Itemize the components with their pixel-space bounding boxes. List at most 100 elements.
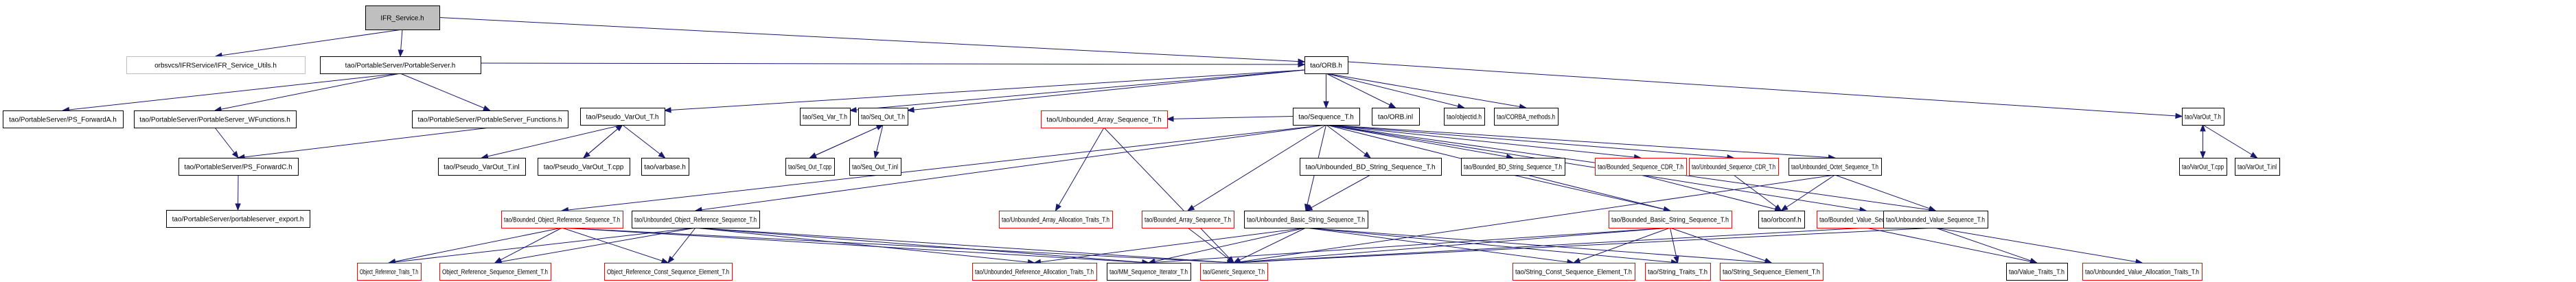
node-orbconf[interactable]: tao/orbconf.h bbox=[1758, 211, 1805, 228]
node-box[interactable] bbox=[1142, 211, 1234, 228]
node-box[interactable] bbox=[3, 110, 124, 128]
node-seqout-cpp[interactable]: tao/Seq_Out_T.cpp bbox=[785, 158, 835, 176]
node-ps-fwdC[interactable]: tao/PortableServer/PS_ForwardC.h bbox=[179, 158, 299, 176]
node-objectid[interactable]: tao/objectid.h bbox=[1444, 108, 1485, 126]
node-u-objref[interactable]: tao/Unbounded_Object_Reference_Sequence_… bbox=[632, 211, 760, 228]
node-box[interactable] bbox=[501, 211, 623, 228]
node-box[interactable] bbox=[320, 56, 481, 74]
node-varout-h[interactable]: tao/VarOut_T.h bbox=[2182, 108, 2224, 126]
node-ps-func[interactable]: tao/PortableServer/PortableServer_Functi… bbox=[412, 110, 568, 128]
node-pvo-inl[interactable]: tao/Pseudo_VarOut_T.inl bbox=[438, 158, 526, 176]
node-box[interactable] bbox=[1595, 158, 1687, 176]
node-box[interactable] bbox=[1293, 108, 1360, 126]
node-box[interactable] bbox=[1372, 108, 1420, 126]
node-box[interactable] bbox=[1200, 263, 1268, 281]
node-ifr-service[interactable]: IFR_Service.h bbox=[365, 5, 440, 30]
node-box[interactable] bbox=[2179, 158, 2227, 176]
node-box[interactable] bbox=[1720, 263, 1824, 281]
node-orb-inl[interactable]: tao/ORB.inl bbox=[1372, 108, 1420, 126]
node-label: tao/VarOut_T.inl bbox=[2238, 164, 2277, 172]
node-ua-alloc[interactable]: tao/Unbounded_Array_Allocation_Traits_T.… bbox=[999, 211, 1113, 228]
node-ua-seq[interactable]: tao/Unbounded_Array_Sequence_T.h bbox=[1041, 110, 1168, 128]
node-box[interactable] bbox=[1304, 56, 1348, 74]
node-mm-iter[interactable]: tao/MM_Sequence_Iterator_T.h bbox=[1107, 263, 1191, 281]
node-box[interactable] bbox=[538, 158, 630, 176]
node-box[interactable] bbox=[357, 263, 422, 281]
node-uv-seq[interactable]: tao/Unbounded_Value_Sequence_T.h bbox=[1883, 211, 1988, 228]
node-varout-inl[interactable]: tao/VarOut_T.inl bbox=[2235, 158, 2280, 176]
node-box[interactable] bbox=[2082, 263, 2203, 281]
node-or-celem[interactable]: Object_Reference_Const_Sequence_Element_… bbox=[604, 263, 733, 281]
node-box[interactable] bbox=[1609, 211, 1732, 228]
node-str-celem[interactable]: tao/String_Const_Sequence_Element_T.h bbox=[1513, 263, 1635, 281]
node-box[interactable] bbox=[438, 158, 526, 176]
node-bbd-str[interactable]: tao/Bounded_BD_String_Sequence_T.h bbox=[1461, 158, 1565, 176]
node-box[interactable] bbox=[2235, 158, 2280, 176]
node-box[interactable] bbox=[412, 110, 568, 128]
node-box[interactable] bbox=[1300, 158, 1442, 176]
node-box[interactable] bbox=[2006, 263, 2068, 281]
node-ubs-str[interactable]: tao/Unbounded_Basic_String_Sequence_T.h bbox=[1244, 211, 1368, 228]
node-box[interactable] bbox=[800, 108, 851, 126]
node-or-elem[interactable]: Object_Reference_Sequence_Element_T.h bbox=[439, 263, 551, 281]
node-box[interactable] bbox=[1689, 158, 1779, 176]
node-generic[interactable]: tao/Generic_Sequence_T.h bbox=[1200, 263, 1268, 281]
node-box[interactable] bbox=[641, 158, 689, 176]
node-ur-alloc[interactable]: tao/Unbounded_Reference_Allocation_Trait… bbox=[972, 263, 1097, 281]
node-u-octet[interactable]: tao/Unbounded_Octet_Sequence_T.h bbox=[1789, 158, 1882, 176]
node-orb-h[interactable]: tao/ORB.h bbox=[1304, 56, 1348, 74]
node-box[interactable] bbox=[1789, 158, 1882, 176]
node-seqout-h[interactable]: tao/Seq_Out_T.h bbox=[858, 108, 908, 126]
node-ubd-str[interactable]: tao/Unbounded_BD_String_Sequence_T.h bbox=[1300, 158, 1442, 176]
edge-ps_h-to-orb_h bbox=[480, 61, 1306, 68]
node-bbs-str[interactable]: tao/Bounded_Basic_String_Sequence_T.h bbox=[1609, 211, 1732, 228]
node-val-traits[interactable]: tao/Value_Traits_T.h bbox=[2006, 263, 2068, 281]
node-box[interactable] bbox=[1107, 263, 1191, 281]
node-str-elem[interactable]: tao/String_Sequence_Element_T.h bbox=[1720, 263, 1824, 281]
node-box[interactable] bbox=[1444, 108, 1485, 126]
node-box[interactable] bbox=[1883, 211, 1988, 228]
node-str-traits[interactable]: tao/String_Traits_T.h bbox=[1645, 263, 1711, 281]
node-ps-wfunc[interactable]: tao/PortableServer/PortableServer_WFunct… bbox=[134, 110, 297, 128]
node-box[interactable] bbox=[1758, 211, 1805, 228]
node-seqout-inl[interactable]: tao/Seq_Out_T.inl bbox=[849, 158, 901, 176]
node-ps-h[interactable]: tao/PortableServer/PortableServer.h bbox=[320, 56, 481, 74]
node-box[interactable] bbox=[580, 108, 665, 126]
node-b-cdr[interactable]: tao/Bounded_Sequence_CDR_T.h bbox=[1595, 158, 1687, 176]
node-box[interactable] bbox=[785, 158, 835, 176]
node-ps-export[interactable]: tao/PortableServer/portableserver_export… bbox=[166, 210, 310, 228]
node-box[interactable] bbox=[439, 263, 551, 281]
node-u-cdr[interactable]: tao/Unbounded_Sequence_CDR_T.h bbox=[1689, 158, 1779, 176]
node-varout-cpp[interactable]: tao/VarOut_T.cpp bbox=[2179, 158, 2227, 176]
node-box[interactable] bbox=[1494, 108, 1559, 126]
node-box[interactable] bbox=[858, 108, 908, 126]
node-ps-fwdA[interactable]: tao/PortableServer/PS_ForwardA.h bbox=[3, 110, 124, 128]
node-box[interactable] bbox=[1461, 158, 1565, 176]
node-box[interactable] bbox=[179, 158, 299, 176]
node-b-objref[interactable]: tao/Bounded_Object_Reference_Sequence_T.… bbox=[501, 211, 623, 228]
node-pvo-h[interactable]: tao/Pseudo_VarOut_T.h bbox=[580, 108, 665, 126]
node-box[interactable] bbox=[849, 158, 901, 176]
node-box[interactable] bbox=[1513, 263, 1635, 281]
node-varbase[interactable]: tao/varbase.h bbox=[641, 158, 689, 176]
node-ifr-utils[interactable]: orbsvcs/IFRService/IFR_Service_Utils.h bbox=[126, 56, 306, 74]
node-box[interactable] bbox=[134, 110, 297, 128]
node-box[interactable] bbox=[1645, 263, 1711, 281]
node-box[interactable] bbox=[1244, 211, 1368, 228]
node-box[interactable] bbox=[632, 211, 760, 228]
node-box[interactable] bbox=[972, 263, 1097, 281]
node-box[interactable] bbox=[365, 5, 440, 30]
node-box[interactable] bbox=[166, 210, 310, 228]
node-seq-t[interactable]: tao/Sequence_T.h bbox=[1293, 108, 1360, 126]
node-ba-seq[interactable]: tao/Bounded_Array_Sequence_T.h bbox=[1142, 211, 1234, 228]
node-box[interactable] bbox=[126, 56, 306, 74]
node-box[interactable] bbox=[2182, 108, 2224, 126]
node-pvo-cpp[interactable]: tao/Pseudo_VarOut_T.cpp bbox=[538, 158, 630, 176]
node-corba-m[interactable]: tao/CORBA_methods.h bbox=[1494, 108, 1559, 126]
node-box[interactable] bbox=[604, 263, 733, 281]
node-or-traits[interactable]: Object_Reference_Traits_T.h bbox=[357, 263, 422, 281]
node-box[interactable] bbox=[1041, 110, 1168, 128]
node-seqvar[interactable]: tao/Seq_Var_T.h bbox=[800, 108, 851, 126]
node-box[interactable] bbox=[999, 211, 1113, 228]
node-uv-alloc[interactable]: tao/Unbounded_Value_Allocation_Traits_T.… bbox=[2082, 263, 2203, 281]
